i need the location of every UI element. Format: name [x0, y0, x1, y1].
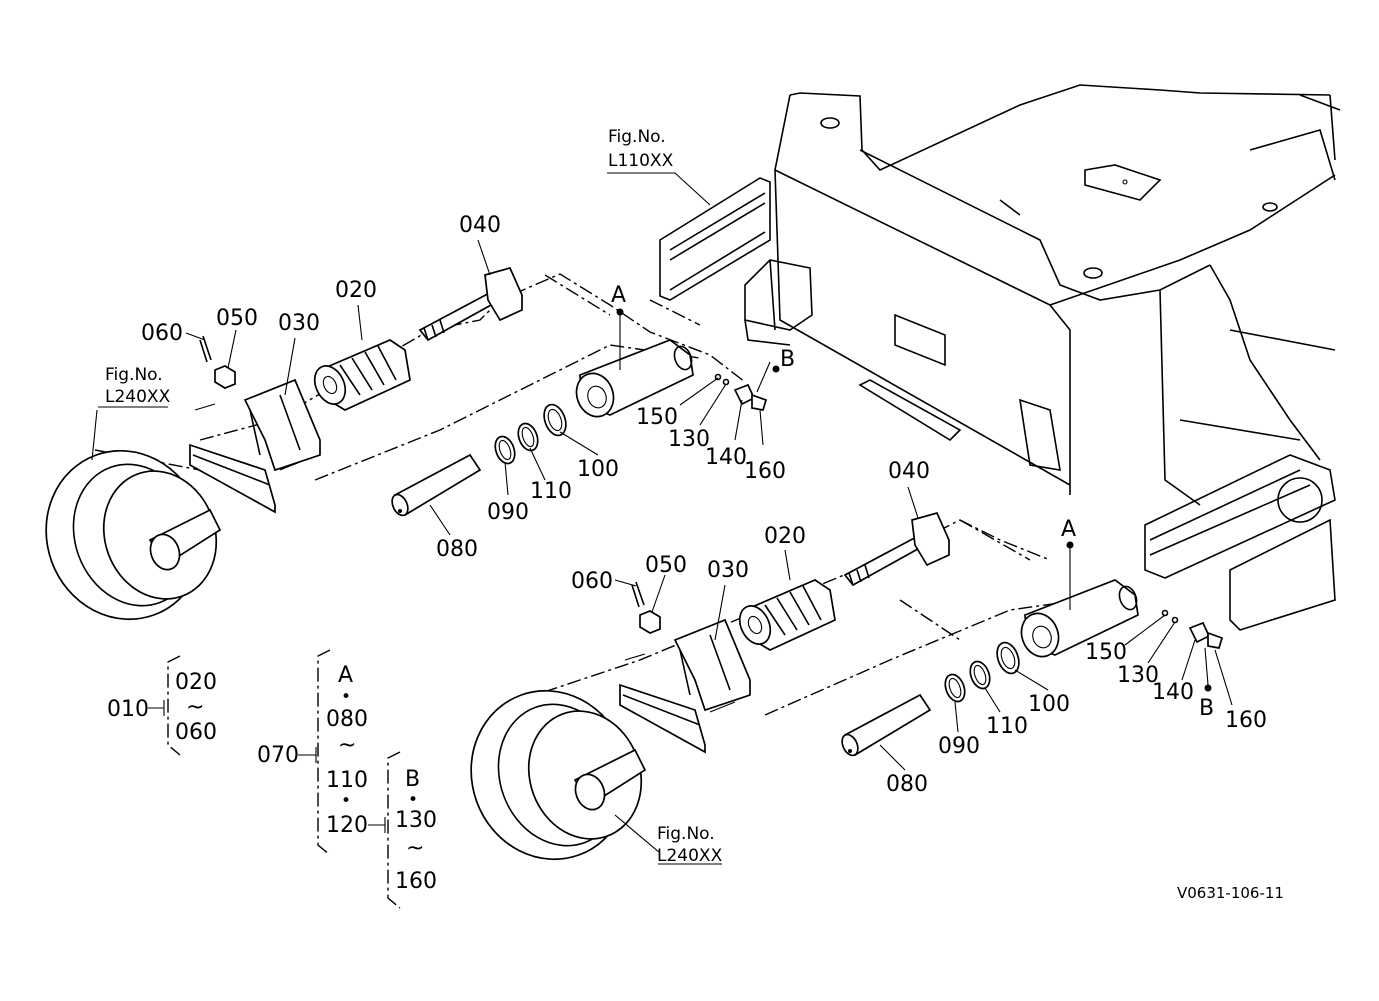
leader-lines: [91, 172, 1233, 865]
legend-010-code: 010: [107, 697, 149, 722]
track-frame: [774, 84, 1341, 506]
pin-080-upper: [391, 453, 482, 517]
legend-010-from: 020: [175, 670, 217, 695]
idler-wheel-lower: [470, 689, 647, 861]
bracket-030-upper: [189, 378, 321, 514]
grease-fitting-upper: [714, 373, 768, 411]
callout-040: 040: [459, 213, 501, 238]
pin-080-lower: [841, 693, 932, 757]
bracket-030-lower: [619, 618, 751, 754]
legend-010-tilde: ~: [186, 695, 204, 720]
callout-160: 160: [744, 459, 786, 484]
right-rail: [1144, 454, 1336, 631]
callout-080: 080: [436, 537, 478, 562]
callout-090: 090: [938, 734, 980, 759]
upper-assembly: [45, 266, 768, 621]
legend-070-080: 080: [326, 707, 368, 732]
legend-b-dot: •: [408, 790, 418, 810]
legend-070-a: A: [338, 663, 353, 688]
callout-150: 150: [636, 405, 678, 430]
rings-upper: [494, 403, 567, 465]
callout-080: 080: [886, 772, 928, 797]
callout-b: B: [780, 347, 795, 372]
fig-ref-l240-upper: Fig.No. L240XX: [105, 365, 171, 407]
callout-b: B: [1199, 696, 1214, 721]
callout-140: 140: [705, 445, 747, 470]
legend-b-b: B: [405, 767, 420, 792]
callout-a: A: [611, 283, 626, 308]
legend-b-130: 130: [395, 808, 437, 833]
legend-070-110: 110: [326, 768, 368, 793]
figref-fig-1: Fig.No.: [608, 127, 666, 147]
callout-130: 130: [1117, 663, 1159, 688]
legend-070-dot2: •: [341, 791, 351, 811]
nut-050-lower: [631, 581, 661, 634]
fig-ref-l110: Fig.No. L110XX: [608, 127, 674, 171]
callout-030: 030: [707, 558, 749, 583]
figref-fig-3: Fig.No.: [657, 824, 715, 844]
callout-a: A: [1061, 517, 1076, 542]
legend-010-to: 060: [175, 720, 217, 745]
legend-b: B • 130 ~ 160: [387, 751, 437, 909]
spring-020-lower: [738, 579, 836, 651]
figref-fig-2: Fig.No.: [105, 365, 163, 385]
callout-100: 100: [577, 457, 619, 482]
callout-050: 050: [216, 306, 258, 331]
figref-code-1: L110XX: [608, 151, 674, 171]
callout-020: 020: [764, 524, 806, 549]
rod-040-upper: [418, 266, 523, 342]
legend-070-code: 070: [257, 743, 299, 768]
figref-code-3: L240XX: [657, 846, 723, 866]
callout-040: 040: [888, 459, 930, 484]
callout-020: 020: [335, 278, 377, 303]
callout-050: 050: [645, 553, 687, 578]
reference-dots: [616, 308, 1212, 692]
cylinder-lower: [1020, 579, 1139, 658]
callout-060: 060: [141, 321, 183, 346]
spring-020-upper: [313, 339, 411, 411]
grease-fitting-lower: [1161, 609, 1224, 649]
callout-110: 110: [986, 714, 1028, 739]
lower-assembly: [470, 511, 1224, 861]
callout-110: 110: [530, 479, 572, 504]
legend-070-dot1: •: [341, 687, 351, 707]
callout-140: 140: [1152, 680, 1194, 705]
callout-060: 060: [571, 569, 613, 594]
callout-150: 150: [1085, 640, 1127, 665]
rings-lower: [944, 641, 1020, 703]
idler-wheel-upper: [45, 449, 222, 621]
legend-010: 010 020 ~ 060: [107, 655, 217, 756]
cylinder-upper: [575, 339, 694, 418]
callout-100: 100: [1028, 692, 1070, 717]
legend-b-tilde: ~: [406, 836, 424, 861]
left-rail: [659, 177, 813, 346]
legend-070-120: 120: [326, 813, 368, 838]
figure-id: V0631-106-11: [1177, 884, 1284, 902]
legend-070: 070 A • 080 ~ 110 • 120: [257, 649, 386, 856]
callouts-lower: 040 020 050 030 060 A 150 130 140 B 160 …: [571, 459, 1267, 797]
callout-130: 130: [668, 427, 710, 452]
callout-090: 090: [487, 500, 529, 525]
callouts-upper: 040 020 050 030 060 A B 150 130 140 160 …: [141, 213, 795, 562]
callout-160: 160: [1225, 708, 1267, 733]
figref-code-2: L240XX: [105, 387, 171, 407]
fig-ref-l240-lower: Fig.No. L240XX: [657, 824, 723, 866]
legend-b-160: 160: [395, 869, 437, 894]
legend-070-tilde: ~: [338, 733, 356, 758]
callout-030: 030: [278, 311, 320, 336]
rod-040-lower: [843, 511, 950, 587]
